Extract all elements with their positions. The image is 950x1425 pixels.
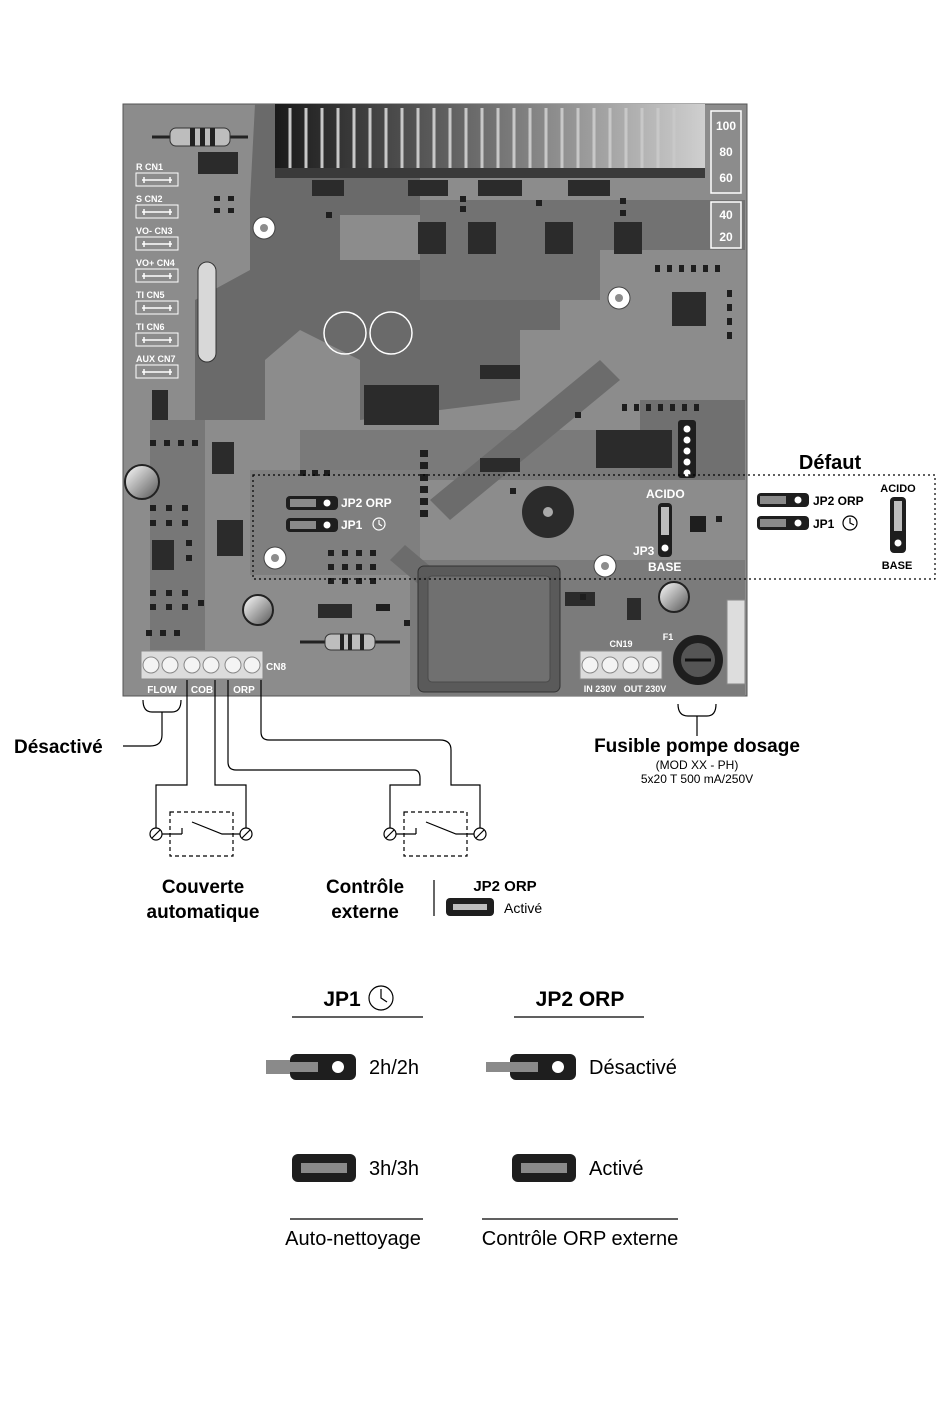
terminal-cob-label: COB [191, 685, 213, 696]
connector-cn4: VO+ CN4 [135, 258, 179, 283]
svg-text:AUX CN7: AUX CN7 [136, 354, 176, 364]
resistor-bottom [300, 633, 400, 651]
legend-jp1-footer: Auto-nettoyage [285, 1228, 421, 1250]
level-scale: 100 80 60 40 20 [710, 110, 742, 249]
default-jumper-jp1: JP1 [757, 515, 858, 531]
fuse-spec: 5x20 T 500 mA/250V [641, 772, 753, 786]
f1-label: F1 [663, 632, 674, 642]
board-jumper-jp3: ACIDO JP3 BASE [633, 487, 685, 574]
board-acido-label: ACIDO [646, 487, 685, 501]
svg-text:VO- CN3: VO- CN3 [136, 226, 173, 236]
default-title: Défaut [799, 452, 862, 474]
board-base-label: BASE [648, 560, 681, 574]
fuse-title: Fusible pompe dosage [594, 736, 800, 757]
left-connectors: R CN1 S CN2 VO- CN3 VO+ CN4 TI CN5 [135, 162, 179, 379]
board-jumper-jp1: JP1 [286, 517, 386, 532]
terminal-flow-label: FLOW [147, 685, 177, 696]
scale-label-60: 60 [719, 171, 733, 185]
legend-jp2-closed-label: Activé [589, 1158, 643, 1180]
default-jumper-jp2: JP2 ORP [757, 493, 864, 508]
legend-jp1-header: JP1 [323, 988, 361, 1011]
jumper-legend: JP1 2h/2h 3h/3h Auto-nettoyage JP2 ORP [266, 985, 678, 1250]
switch-automatic-cover [149, 811, 253, 857]
legend-jp2-closed-jumper [512, 1154, 576, 1182]
default-jumper-jp3: ACIDO BASE [880, 483, 916, 572]
external-jp2-label: JP2 ORP [473, 878, 536, 895]
connector-cn3: VO- CN3 [135, 226, 179, 251]
svg-text:TI CN5: TI CN5 [136, 290, 165, 300]
scale-label-100: 100 [716, 119, 736, 133]
default-settings-box: Défaut JP2 ORP JP1 ACIDO BASE [252, 452, 936, 580]
terminal-block-cn8: CN8 FLOW COB ORP [140, 650, 286, 696]
resistor-top [152, 127, 248, 147]
transformer [417, 565, 561, 693]
fuse-holder [673, 599, 746, 685]
default-acido-label: ACIDO [880, 483, 916, 495]
wiring [123, 680, 717, 828]
connector-cn7: AUX CN7 [135, 354, 179, 379]
legend-jp1-closed-jumper [292, 1154, 356, 1182]
connector-cn5: TI CN5 [135, 290, 179, 315]
switch-external-control [383, 811, 487, 857]
external-activated-label: Activé [504, 900, 542, 916]
board-jp1-label: JP1 [341, 518, 363, 532]
default-base-label: BASE [882, 560, 913, 572]
scale-label-20: 20 [719, 230, 733, 244]
legend-jp1-open-jumper [266, 1054, 356, 1080]
external-label-line1: Contrôle [326, 877, 404, 898]
cover-label-line1: Couverte [162, 877, 244, 898]
legend-jp2-open-label: Désactivé [589, 1057, 677, 1079]
clock-icon [842, 515, 858, 531]
connector-cn2: S CN2 [135, 194, 179, 219]
svg-text:R CN1: R CN1 [136, 162, 163, 172]
annotations: Désactivé Fusible pompe dosage (MOD XX -… [14, 736, 800, 923]
pcb-board: 100 80 60 40 20 R CN1 S CN2 [122, 103, 748, 697]
scale-label-40: 40 [719, 208, 733, 222]
scale-label-80: 80 [719, 145, 733, 159]
legend-jp1-closed-label: 3h/3h [369, 1158, 419, 1180]
terminal-out-label: OUT 230V [624, 684, 667, 694]
board-jumper-jp2: JP2 ORP [286, 496, 392, 510]
disabled-label: Désactivé [14, 737, 103, 758]
terminal-in-label: IN 230V [584, 684, 617, 694]
default-jp2-label: JP2 ORP [813, 494, 864, 508]
heatsink [275, 104, 705, 178]
legend-jp2-open-jumper [486, 1054, 576, 1080]
cn8-label: CN8 [266, 662, 286, 673]
svg-text:S CN2: S CN2 [136, 194, 163, 204]
svg-text:VO+ CN4: VO+ CN4 [136, 258, 175, 268]
clock-icon [372, 517, 386, 531]
svg-text:TI CN6: TI CN6 [136, 322, 165, 332]
connector-cn1: R CN1 [135, 162, 179, 187]
legend-jp2-header: JP2 ORP [536, 988, 625, 1011]
pin-header [678, 420, 696, 478]
connector-cn6: TI CN6 [135, 322, 179, 347]
fuse-model: (MOD XX - PH) [656, 758, 739, 772]
board-jp2-label: JP2 ORP [341, 496, 392, 510]
legend-jp2-footer: Contrôle ORP externe [482, 1228, 678, 1250]
external-label-line2: externe [331, 902, 399, 923]
clock-icon [368, 985, 394, 1011]
cover-label-line2: automatique [147, 902, 260, 923]
board-jp3-label: JP3 [633, 544, 655, 558]
jumper-activated-icon [446, 898, 494, 916]
legend-jp1-open-label: 2h/2h [369, 1057, 419, 1079]
default-jp1-label: JP1 [813, 517, 835, 531]
cn19-label: CN19 [609, 639, 632, 649]
capacitors [124, 464, 690, 626]
terminal-orp-label: ORP [233, 685, 255, 696]
terminal-block-cn19: CN19 IN 230V OUT 230V F1 [579, 632, 674, 694]
